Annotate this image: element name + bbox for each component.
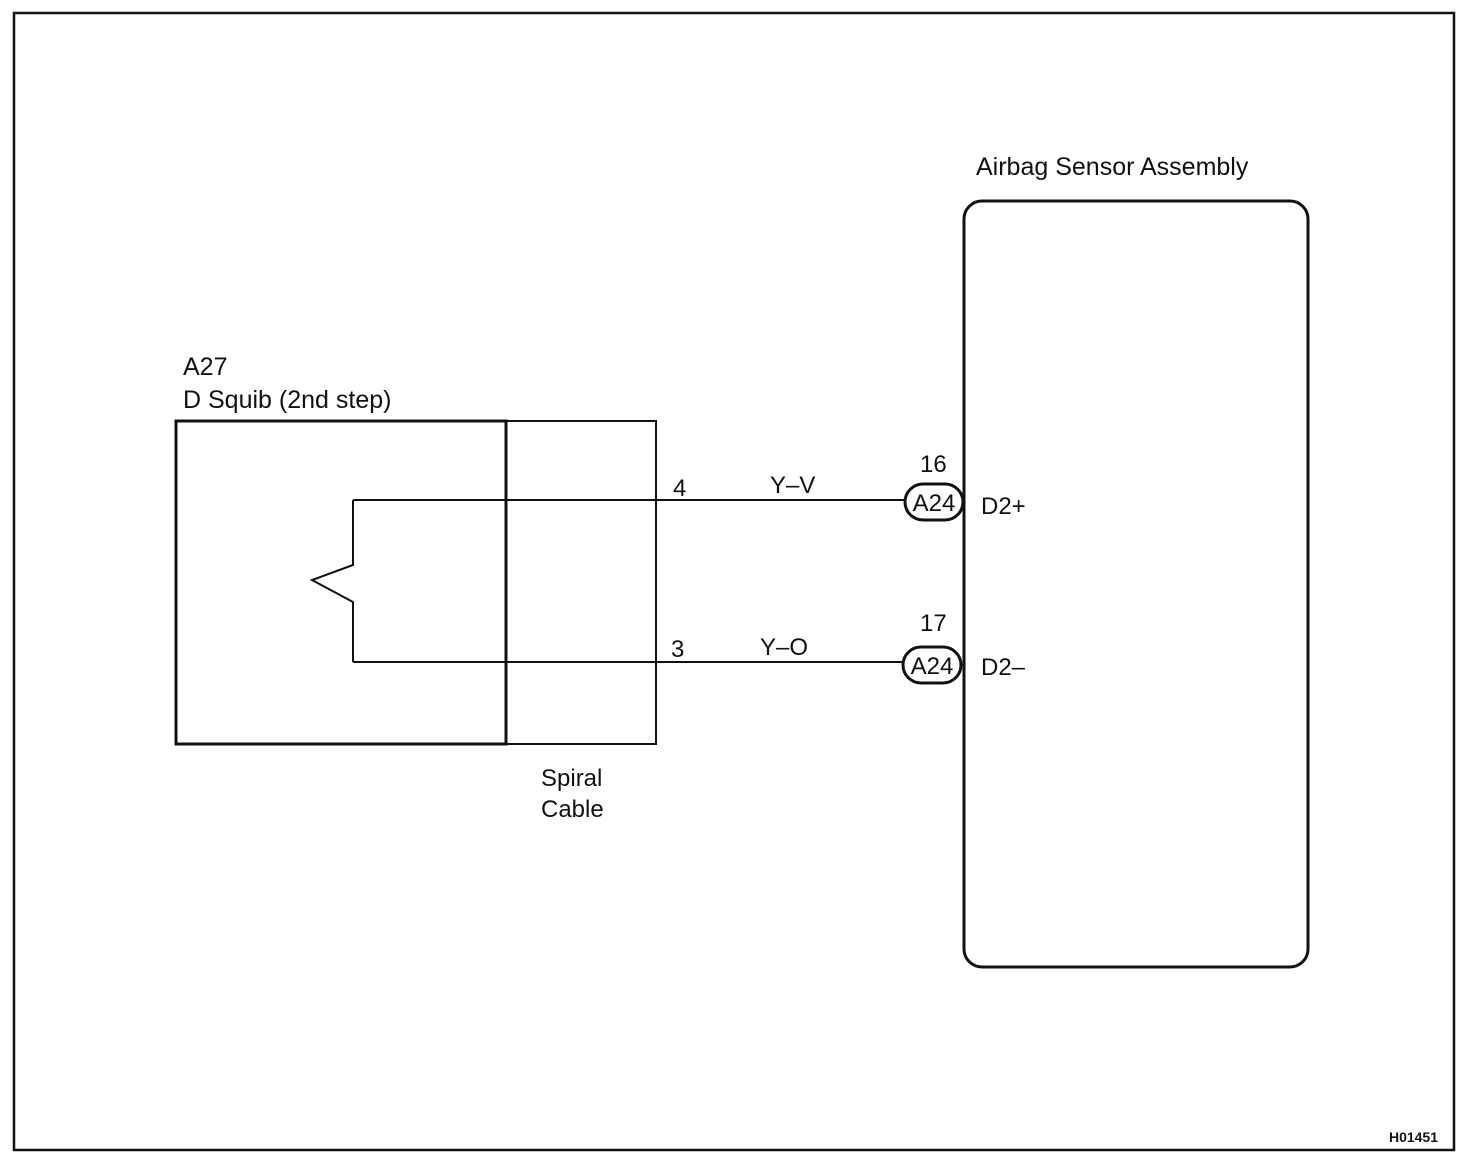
sensor-pin-number: 17 [920, 610, 947, 637]
squib-pin-number: 3 [671, 636, 684, 663]
connector-a24-label: A24 [911, 653, 954, 680]
connector-a24-badge [903, 482, 965, 522]
figure-id: H01451 [1389, 1129, 1438, 1145]
connector-a24-label: A24 [913, 490, 956, 517]
spiral-cable-box [505, 420, 657, 745]
sensor-pin-number: 16 [920, 451, 947, 478]
terminal-label: D2– [981, 654, 1026, 681]
squib-connector-label: A27 [183, 353, 227, 381]
diagram-frame [12, 11, 1456, 1152]
squib-pin-number: 4 [673, 475, 686, 502]
sensor-assembly-box [962, 199, 1310, 969]
wire-color-code: Y–V [770, 472, 815, 499]
squib-box [174, 419, 508, 746]
connector-a24-badge [901, 645, 963, 685]
wire-color-code: Y–O [760, 634, 808, 661]
squib-element-symbol [309, 500, 354, 662]
spiral-cable-label: Cable [541, 796, 604, 823]
terminal-label: D2+ [981, 493, 1026, 520]
squib-name-label: D Squib (2nd step) [183, 386, 391, 414]
spiral-cable-label: Spiral [541, 765, 602, 792]
sensor-assembly-title: Airbag Sensor Assembly [976, 153, 1249, 181]
